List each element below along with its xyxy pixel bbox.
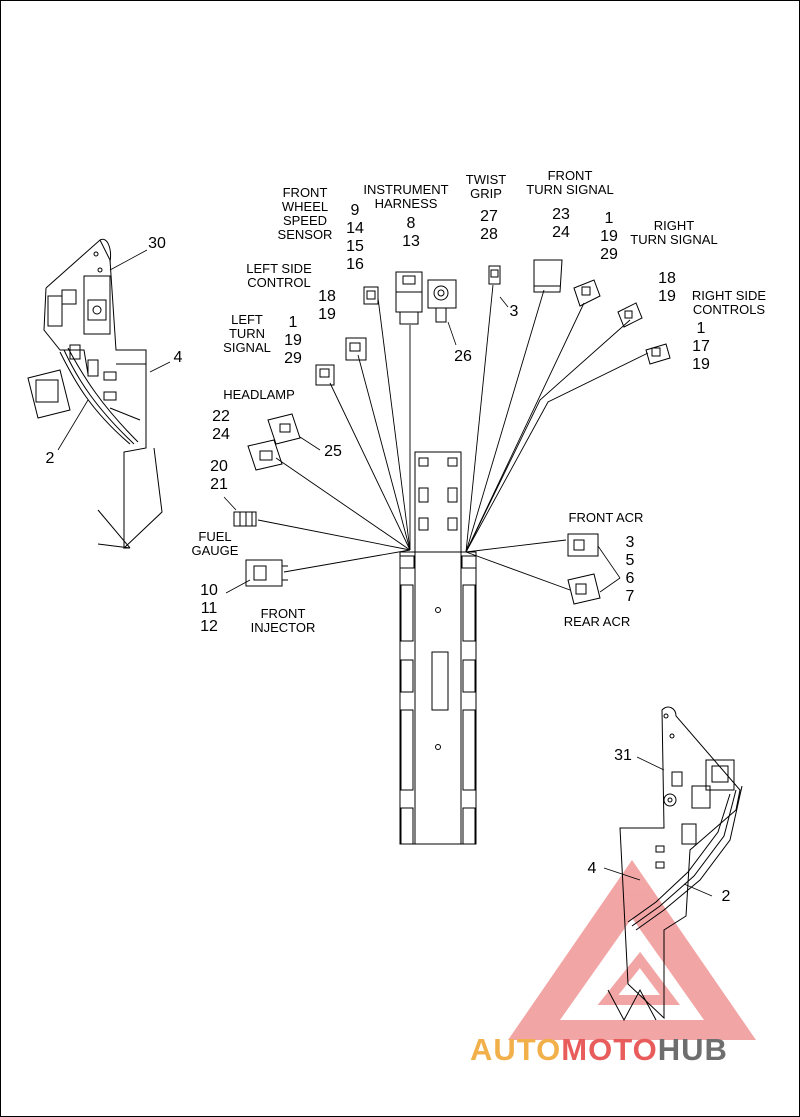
connector-right-turn-signal [573, 279, 601, 307]
connector-twist-grip [488, 265, 501, 285]
callout-22-24: 22 24 [212, 408, 230, 443]
connector-rear-acr [567, 573, 601, 605]
connector-front-acr [567, 533, 599, 557]
connector-headlamp-22-24 [247, 439, 283, 471]
callout-2-right: 2 [721, 888, 731, 905]
label-left-side-control: LEFT SIDE CONTROL [246, 261, 312, 290]
frame-backbone [399, 451, 477, 845]
connector-wheel-speed [363, 286, 379, 305]
label-front-injector: FRONT INJECTOR [250, 606, 316, 635]
callout-31: 31 [614, 747, 632, 764]
callout-3-7: 3 5 6 7 [625, 534, 635, 605]
callout-9-16: 9 14 15 16 [346, 202, 364, 273]
label-fuel-gauge: FUEL GAUGE [191, 529, 239, 558]
label-instrument-harness: INSTRUMENT HARNESS [363, 182, 449, 211]
callout-4-left: 4 [173, 349, 183, 366]
connector-front-turn-signal [533, 259, 563, 293]
callout-1-17-19: 1 17 19 [692, 320, 710, 373]
leader-lines [57, 249, 713, 897]
connector-left-side-control [345, 337, 367, 361]
connector-instrument-harness [395, 271, 423, 325]
connector-left-turn-signal [315, 364, 335, 386]
right-control-assembly [607, 706, 743, 1022]
callout-23-24: 23 24 [552, 206, 570, 241]
callout-8-13: 8 13 [402, 215, 420, 250]
callout-26: 26 [454, 348, 472, 365]
callout-1-19-29-right: 1 19 29 [600, 210, 618, 263]
watermark-moto: MOTO [561, 1032, 658, 1067]
label-twist-grip: TWIST GRIP [465, 172, 507, 201]
callout-3-grip: 3 [509, 303, 519, 320]
callout-25: 25 [324, 443, 342, 460]
watermark-logo: AUTOMOTOHUB [470, 1032, 728, 1068]
label-right-turn-signal: RIGHT TURN SIGNAL [630, 218, 718, 247]
left-control-assembly [27, 238, 163, 550]
connector-18-19-right [617, 302, 643, 328]
label-headlamp: HEADLAMP [223, 387, 295, 402]
callout-10-12: 10 11 12 [200, 582, 218, 635]
connector-front-injector [245, 559, 288, 587]
callout-18-19-right: 18 19 [658, 270, 676, 305]
label-front-acr: FRONT ACR [568, 510, 644, 525]
label-rear-acr: REAR ACR [563, 614, 631, 629]
watermark-triangle [508, 860, 756, 1040]
callout-4-right: 4 [587, 860, 597, 877]
label-front-wheel-speed-sensor: FRONT WHEEL SPEED SENSOR [277, 185, 333, 242]
callout-30: 30 [148, 235, 166, 252]
connector-fuel-gauge [233, 511, 257, 527]
harness-wires [257, 284, 649, 591]
label-front-turn-signal: FRONT TURN SIGNAL [526, 168, 614, 197]
connector-right-side-controls [645, 343, 671, 365]
watermark-hub: HUB [657, 1032, 728, 1067]
callout-20-21: 20 21 [210, 458, 228, 493]
label-left-turn-signal: LEFT TURN SIGNAL [223, 312, 271, 355]
callout-18-19-left: 18 19 [318, 288, 336, 323]
label-right-side-controls: RIGHT SIDE CONTROLS [691, 288, 767, 317]
callout-2-left: 2 [45, 450, 55, 467]
callout-27-28: 27 28 [480, 208, 498, 243]
watermark-auto: AUTO [470, 1032, 562, 1067]
connector-headlamp-25 [267, 413, 301, 445]
callout-1-19-29-left: 1 19 29 [284, 314, 302, 367]
connector-26 [427, 279, 457, 323]
